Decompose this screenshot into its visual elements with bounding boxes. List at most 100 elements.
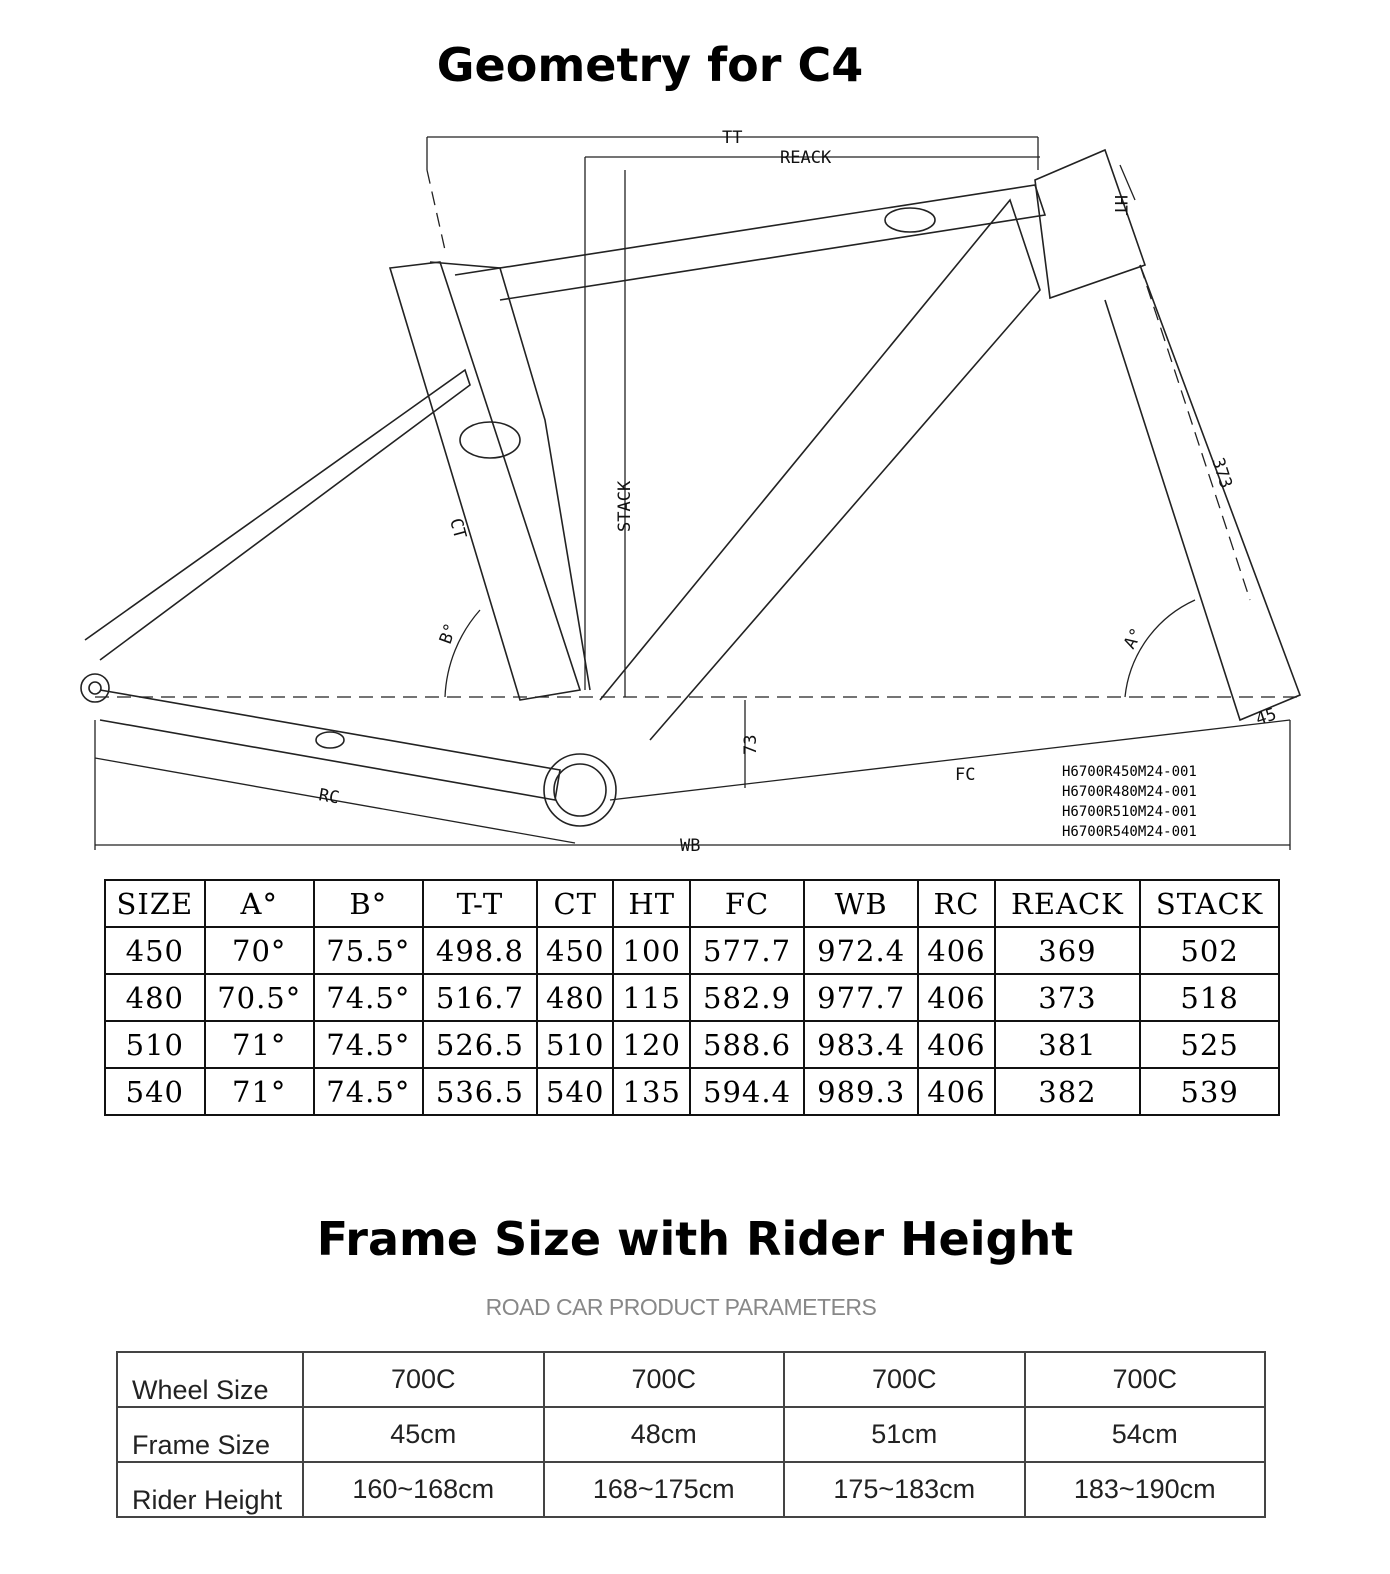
down-tube bbox=[599, 198, 1041, 741]
table-cell: REACK bbox=[993, 879, 1142, 928]
table-cell: 588.6 bbox=[688, 1020, 806, 1069]
table-cell: 406 bbox=[917, 1067, 996, 1116]
table-cell: 54cm bbox=[1023, 1406, 1266, 1463]
table-cell: 168~175cm bbox=[542, 1461, 785, 1518]
table-cell: 70° bbox=[203, 926, 315, 975]
table-cell: WB bbox=[803, 879, 920, 928]
chain-stay bbox=[99, 689, 561, 801]
row-label: Wheel Size bbox=[116, 1351, 304, 1408]
seat-tube bbox=[388, 261, 582, 701]
fc-label: FC bbox=[955, 765, 975, 785]
table-cell: 51cm bbox=[783, 1406, 1026, 1463]
table-cell: 480 bbox=[104, 973, 206, 1022]
table-cell: 540 bbox=[535, 1067, 615, 1116]
table-cell: 510 bbox=[535, 1020, 615, 1069]
part-code: H6700R450M24-001 bbox=[1062, 764, 1197, 780]
table-cell: 502 bbox=[1139, 926, 1280, 975]
table-cell: 74.5° bbox=[312, 973, 424, 1022]
a-angle-label: A° bbox=[1120, 625, 1148, 653]
table-cell: 582.9 bbox=[688, 973, 806, 1022]
table-cell: 498.8 bbox=[421, 926, 538, 975]
table-cell: 700C bbox=[302, 1351, 545, 1408]
table-cell: 373 bbox=[993, 973, 1142, 1022]
offset-label: 45 bbox=[1253, 704, 1279, 729]
ht-label: HT bbox=[1110, 195, 1130, 215]
table-cell: 406 bbox=[917, 973, 996, 1022]
rider-section-subtitle: ROAD CAR PRODUCT PARAMETERS bbox=[485, 1294, 877, 1320]
table-cell: 183~190cm bbox=[1023, 1461, 1266, 1518]
table-cell: 977.7 bbox=[803, 973, 920, 1022]
table-cell: 115 bbox=[612, 973, 691, 1022]
table-cell: 100 bbox=[612, 926, 691, 975]
table-cell: 74.5° bbox=[312, 1067, 424, 1116]
table-cell: 536.5 bbox=[421, 1067, 538, 1116]
table-cell: 48cm bbox=[542, 1406, 785, 1463]
table-cell: 518 bbox=[1139, 973, 1280, 1022]
table-cell: 70.5° bbox=[203, 973, 315, 1022]
frame-outline bbox=[80, 148, 1302, 827]
table-cell: RC bbox=[917, 879, 996, 928]
seat-stay bbox=[84, 368, 471, 661]
table-cell: 406 bbox=[917, 1020, 996, 1069]
table-cell: 450 bbox=[535, 926, 615, 975]
part-code: H6700R540M24-001 bbox=[1062, 824, 1197, 840]
table-cell: 450 bbox=[104, 926, 206, 975]
table-cell: 700C bbox=[542, 1351, 785, 1408]
fork bbox=[1104, 264, 1302, 722]
table-cell: HT bbox=[612, 879, 691, 928]
part-codes: H6700R450M24-001 H6700R480M24-001 H6700R… bbox=[1062, 762, 1197, 842]
stack-label: STACK bbox=[615, 480, 635, 532]
table-cell: 71° bbox=[203, 1020, 315, 1069]
table-cell: 539 bbox=[1139, 1067, 1280, 1116]
part-code: H6700R510M24-001 bbox=[1062, 804, 1197, 820]
table-cell: 983.4 bbox=[803, 1020, 920, 1069]
table-cell: 989.3 bbox=[803, 1067, 920, 1116]
table-cell: A° bbox=[203, 879, 315, 928]
table-cell: 700C bbox=[1023, 1351, 1266, 1408]
table-cell: 45cm bbox=[302, 1406, 545, 1463]
table-cell: 525 bbox=[1139, 1020, 1280, 1069]
wb-label: WB bbox=[680, 836, 700, 856]
bottom-bracket bbox=[543, 753, 617, 827]
table-cell: 406 bbox=[917, 926, 996, 975]
table-cell: 526.5 bbox=[421, 1020, 538, 1069]
table-cell: 120 bbox=[612, 1020, 691, 1069]
reach-label: REACK bbox=[780, 148, 832, 168]
table-cell: 160~168cm bbox=[302, 1461, 545, 1518]
dimension-lines bbox=[94, 136, 1300, 850]
table-cell: FC bbox=[688, 879, 806, 928]
frame-geometry-diagram: TT REACK HT STACK CT B° A° 373 45 73 FC … bbox=[80, 128, 1302, 856]
rider-section-title: Frame Size with Rider Height bbox=[316, 1212, 1074, 1266]
table-cell: STACK bbox=[1139, 879, 1280, 928]
table-cell: 369 bbox=[993, 926, 1142, 975]
table-cell: 135 bbox=[612, 1067, 691, 1116]
table-cell: 700C bbox=[783, 1351, 1026, 1408]
row-label: Rider Height bbox=[116, 1461, 304, 1518]
rc-label: RC bbox=[317, 785, 341, 808]
ct-label: CT bbox=[445, 516, 470, 541]
table-cell: 74.5° bbox=[312, 1020, 424, 1069]
rear-dropout bbox=[80, 673, 110, 703]
tt-label: TT bbox=[722, 128, 742, 148]
part-code: H6700R480M24-001 bbox=[1062, 784, 1197, 800]
table-cell: 75.5° bbox=[312, 926, 424, 975]
fork-length-label: 373 bbox=[1207, 455, 1236, 490]
table-cell: 577.7 bbox=[688, 926, 806, 975]
row-label: Frame Size bbox=[116, 1406, 304, 1463]
table-cell: SIZE bbox=[104, 879, 206, 928]
page-title: Geometry for C4 bbox=[436, 38, 864, 92]
table-cell: T-T bbox=[421, 879, 538, 928]
table-cell: 540 bbox=[104, 1067, 206, 1116]
head-tube bbox=[1034, 148, 1147, 300]
bb-drop-label: 73 bbox=[741, 735, 761, 755]
top-tube bbox=[454, 184, 1047, 301]
table-cell: B° bbox=[312, 879, 424, 928]
